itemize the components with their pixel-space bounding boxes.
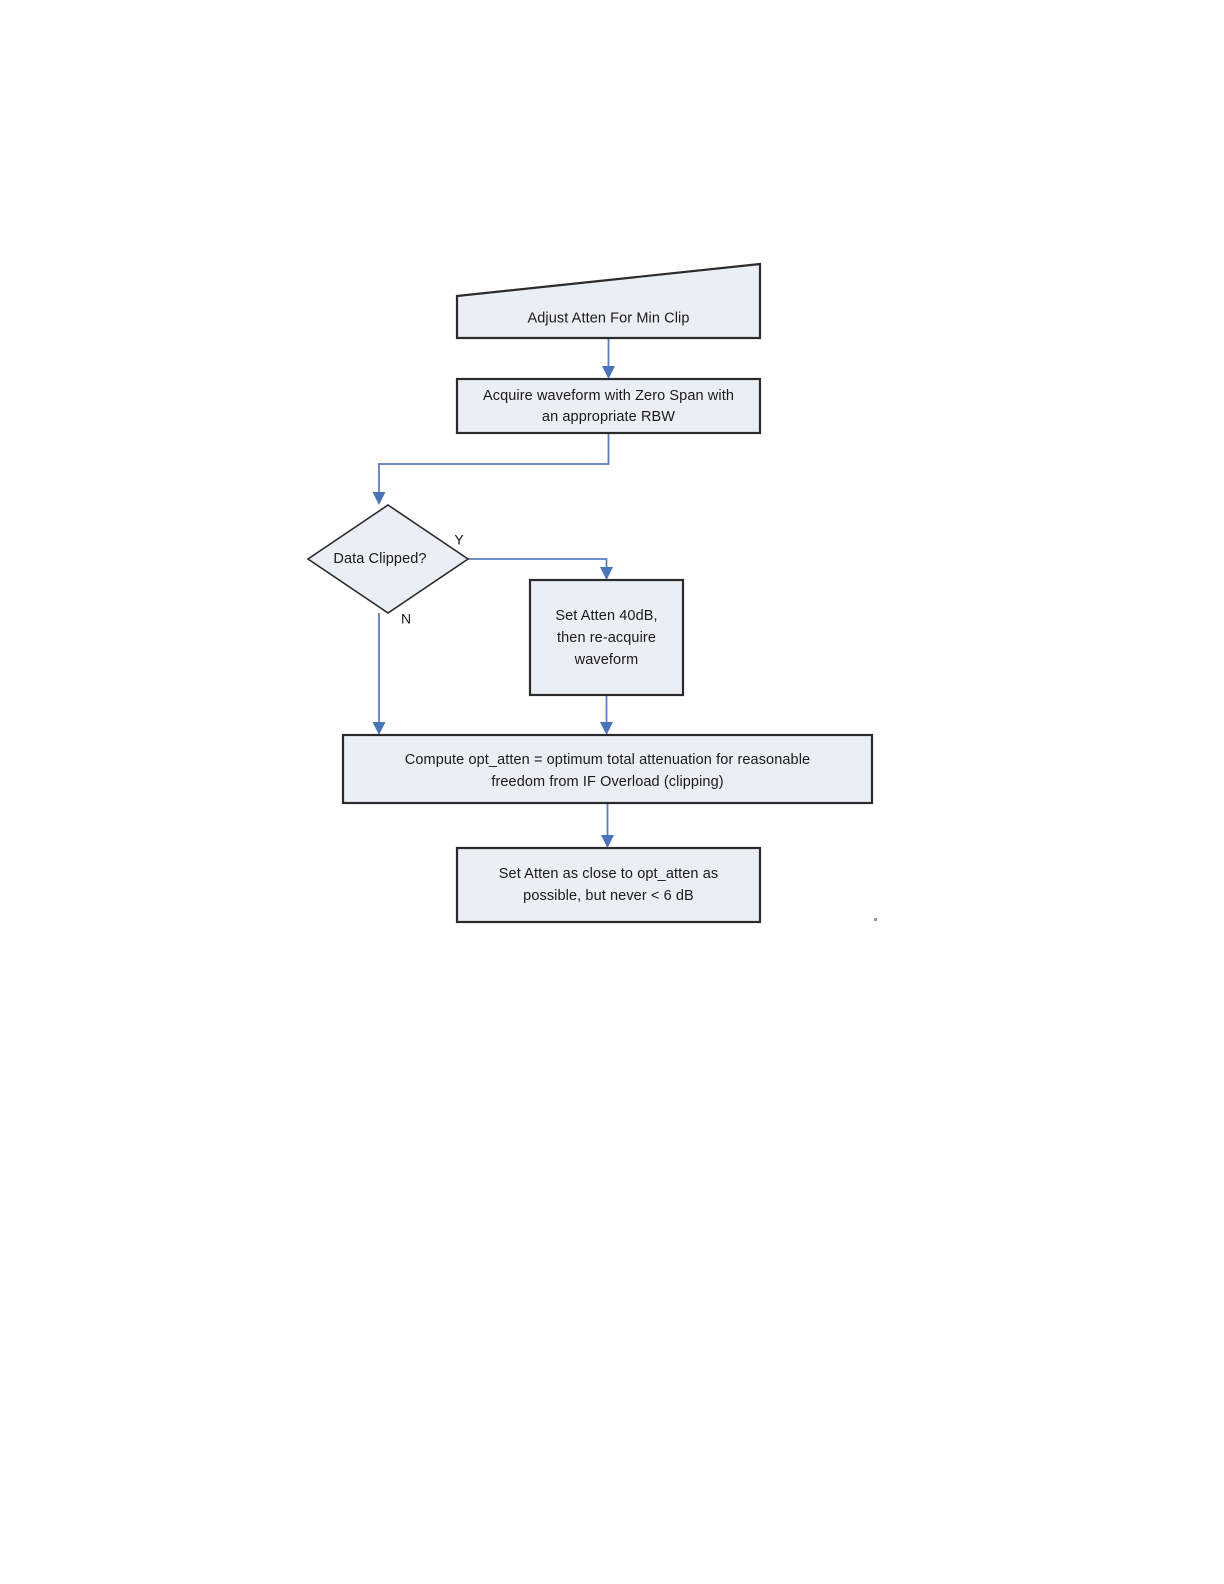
node-label-line-2: possible, but never < 6 dB [523, 888, 694, 904]
trapezoid-shape [455, 262, 762, 340]
arrow-head-icon [372, 492, 386, 505]
arrow-head-icon [601, 835, 614, 848]
edge-acquire-to-decision [372, 433, 610, 505]
arrow-head-icon [602, 366, 615, 379]
node-label-line-1: Compute opt_atten = optimum total attenu… [405, 752, 810, 768]
edge-line [468, 558, 608, 572]
process-box-shape [341, 733, 874, 805]
node-set-atten-40db[interactable]: Set Atten 40dB, then re-acquire waveform [528, 578, 685, 697]
decision-diamond-shape [306, 504, 470, 614]
node-label: Adjust Atten For Min Clip [527, 310, 689, 326]
edge-label-yes: Y [454, 532, 464, 548]
process-box-shape [455, 377, 762, 435]
process-box-shape [455, 846, 762, 924]
edge-set40-to-compute [600, 695, 613, 735]
node-data-clipped-decision[interactable]: Data Clipped? [306, 504, 470, 614]
node-label-line-2: freedom from IF Overload (clipping) [491, 774, 723, 790]
arrow-head-icon [372, 722, 386, 735]
node-set-atten-close-to-opt-atten[interactable]: Set Atten as close to opt_atten as possi… [455, 846, 762, 924]
node-label-line-3: waveform [574, 652, 639, 668]
edge-line [378, 433, 610, 497]
edge-start-to-acquire [602, 338, 615, 379]
arrow-head-icon [600, 567, 613, 580]
edge-label-no: N [401, 611, 411, 627]
node-label-line-2: an appropriate RBW [542, 409, 675, 425]
edge-compute-to-setclose [601, 803, 614, 848]
edge-decision-no-to-compute: N [372, 611, 411, 735]
node-adjust-atten-for-min-clip[interactable]: Adjust Atten For Min Clip [455, 262, 762, 340]
node-label: Data Clipped? [333, 551, 426, 567]
node-acquire-waveform[interactable]: Acquire waveform with Zero Span with an … [455, 377, 762, 435]
arrow-head-icon [600, 722, 613, 735]
process-box-shape [528, 578, 685, 697]
node-label-line-2: then re-acquire [557, 630, 656, 646]
page-artifact-speck [874, 918, 877, 921]
node-label-line-1: Acquire waveform with Zero Span with [483, 388, 734, 404]
edge-decision-yes-to-set40: Y [454, 532, 613, 580]
node-compute-opt-atten[interactable]: Compute opt_atten = optimum total attenu… [341, 733, 874, 805]
node-label-line-1: Set Atten 40dB, [555, 608, 657, 624]
node-label-line-1: Set Atten as close to opt_atten as [499, 866, 718, 882]
